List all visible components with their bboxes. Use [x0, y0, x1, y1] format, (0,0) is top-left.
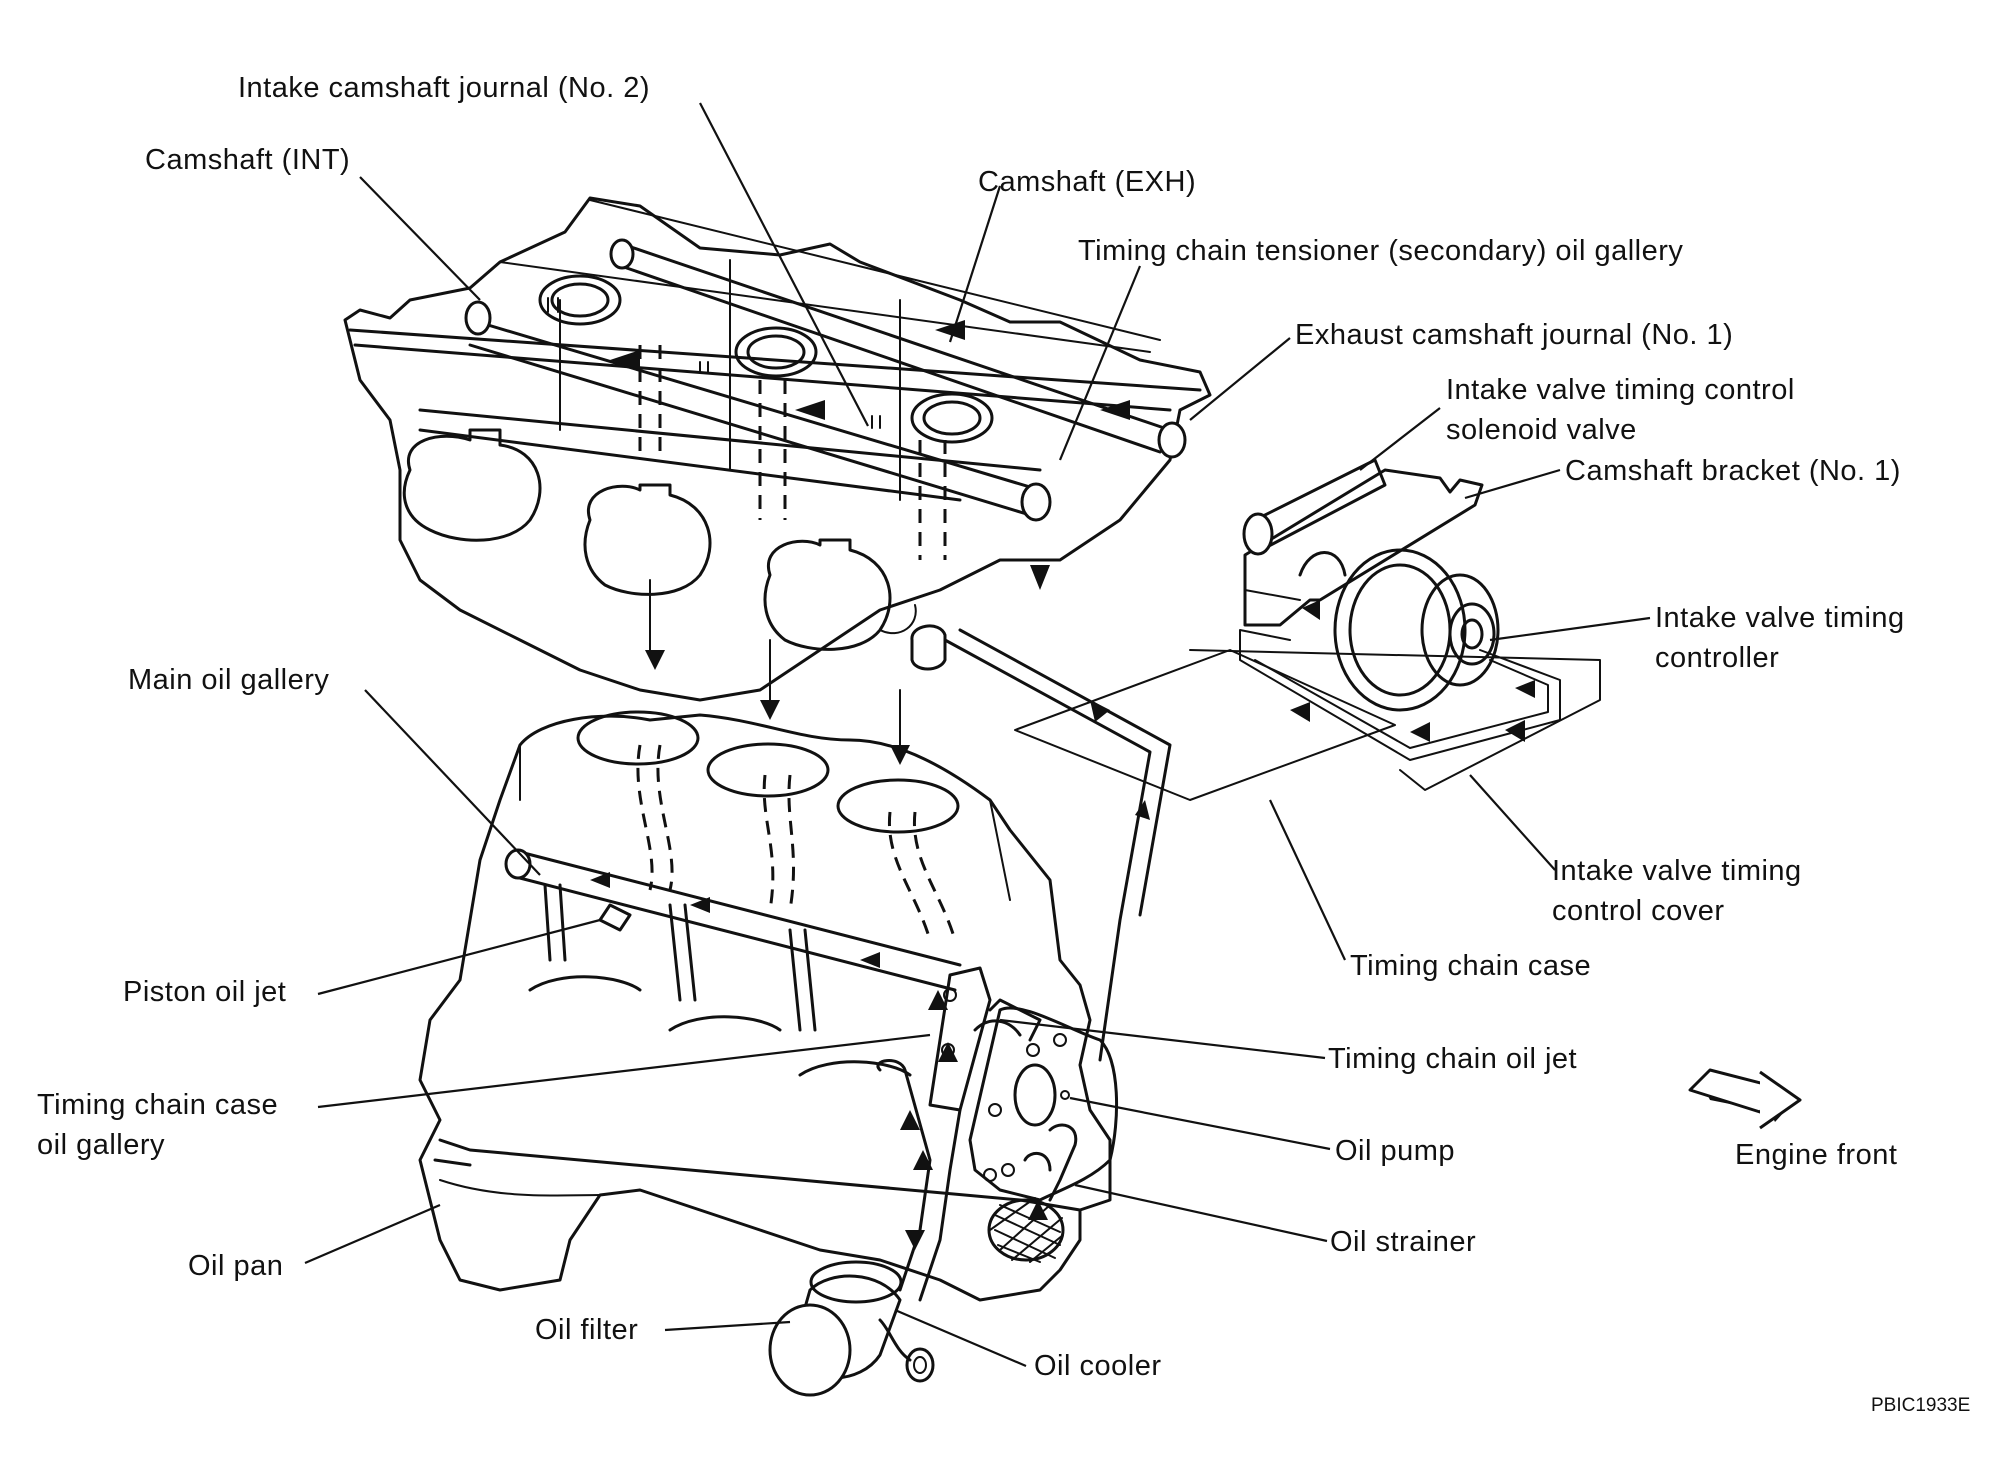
- label-tcc-oil-gallery-line1: Timing chain case: [37, 1089, 279, 1121]
- label-main-oil-gallery: Main oil gallery: [128, 664, 330, 696]
- label-ivt-solenoid-valve-line2: solenoid valve: [1446, 414, 1637, 446]
- label-intake-camshaft-journal-2: Intake camshaft journal (No. 2): [238, 72, 651, 104]
- label-ivt-cover-line2: control cover: [1552, 895, 1725, 927]
- label-oil-strainer: Oil strainer: [1330, 1226, 1477, 1258]
- label-piston-oil-jet: Piston oil jet: [123, 976, 287, 1008]
- label-oil-cooler: Oil cooler: [1034, 1350, 1162, 1382]
- figure-code: PBIC1933E: [1871, 1395, 1971, 1416]
- label-ivt-controller-line2: controller: [1655, 642, 1780, 674]
- label-ivt-controller-line1: Intake valve timing: [1655, 602, 1905, 634]
- engine-front-arrow: [1688, 1068, 1802, 1130]
- cylinder-block: [418, 579, 1112, 1302]
- vtc-solenoid-valve: [1242, 458, 1387, 556]
- label-oil-filter: Oil filter: [535, 1314, 639, 1346]
- label-timing-chain-tensioner-gallery: Timing chain tensioner (secondary) oil g…: [1078, 235, 1684, 267]
- label-oil-pan: Oil pan: [188, 1250, 284, 1282]
- oil-pump-area: [928, 966, 1119, 1263]
- cylinder-head: [343, 196, 1212, 702]
- label-tcc-oil-gallery-line2: oil gallery: [37, 1129, 165, 1161]
- label-ivt-cover-line1: Intake valve timing: [1552, 855, 1802, 887]
- oil-filter-cooler: [768, 1059, 962, 1397]
- leader-lines: [304, 102, 1651, 1368]
- vtc-controller: [1239, 548, 1561, 761]
- label-camshaft-bracket-1: Camshaft bracket (No. 1): [1565, 455, 1901, 487]
- label-oil-pump: Oil pump: [1335, 1135, 1456, 1167]
- label-camshaft-exh: Camshaft (EXH): [978, 166, 1197, 198]
- label-timing-chain-case: Timing chain case: [1350, 950, 1592, 982]
- label-engine-front: Engine front: [1735, 1139, 1898, 1171]
- timing-chain-case: [943, 628, 1601, 1062]
- label-ivt-solenoid-valve-line1: Intake valve timing control: [1446, 374, 1795, 406]
- label-exhaust-camshaft-journal-1: Exhaust camshaft journal (No. 1): [1295, 319, 1734, 351]
- label-camshaft-int: Camshaft (INT): [145, 144, 351, 176]
- label-timing-chain-oil-jet: Timing chain oil jet: [1328, 1043, 1578, 1075]
